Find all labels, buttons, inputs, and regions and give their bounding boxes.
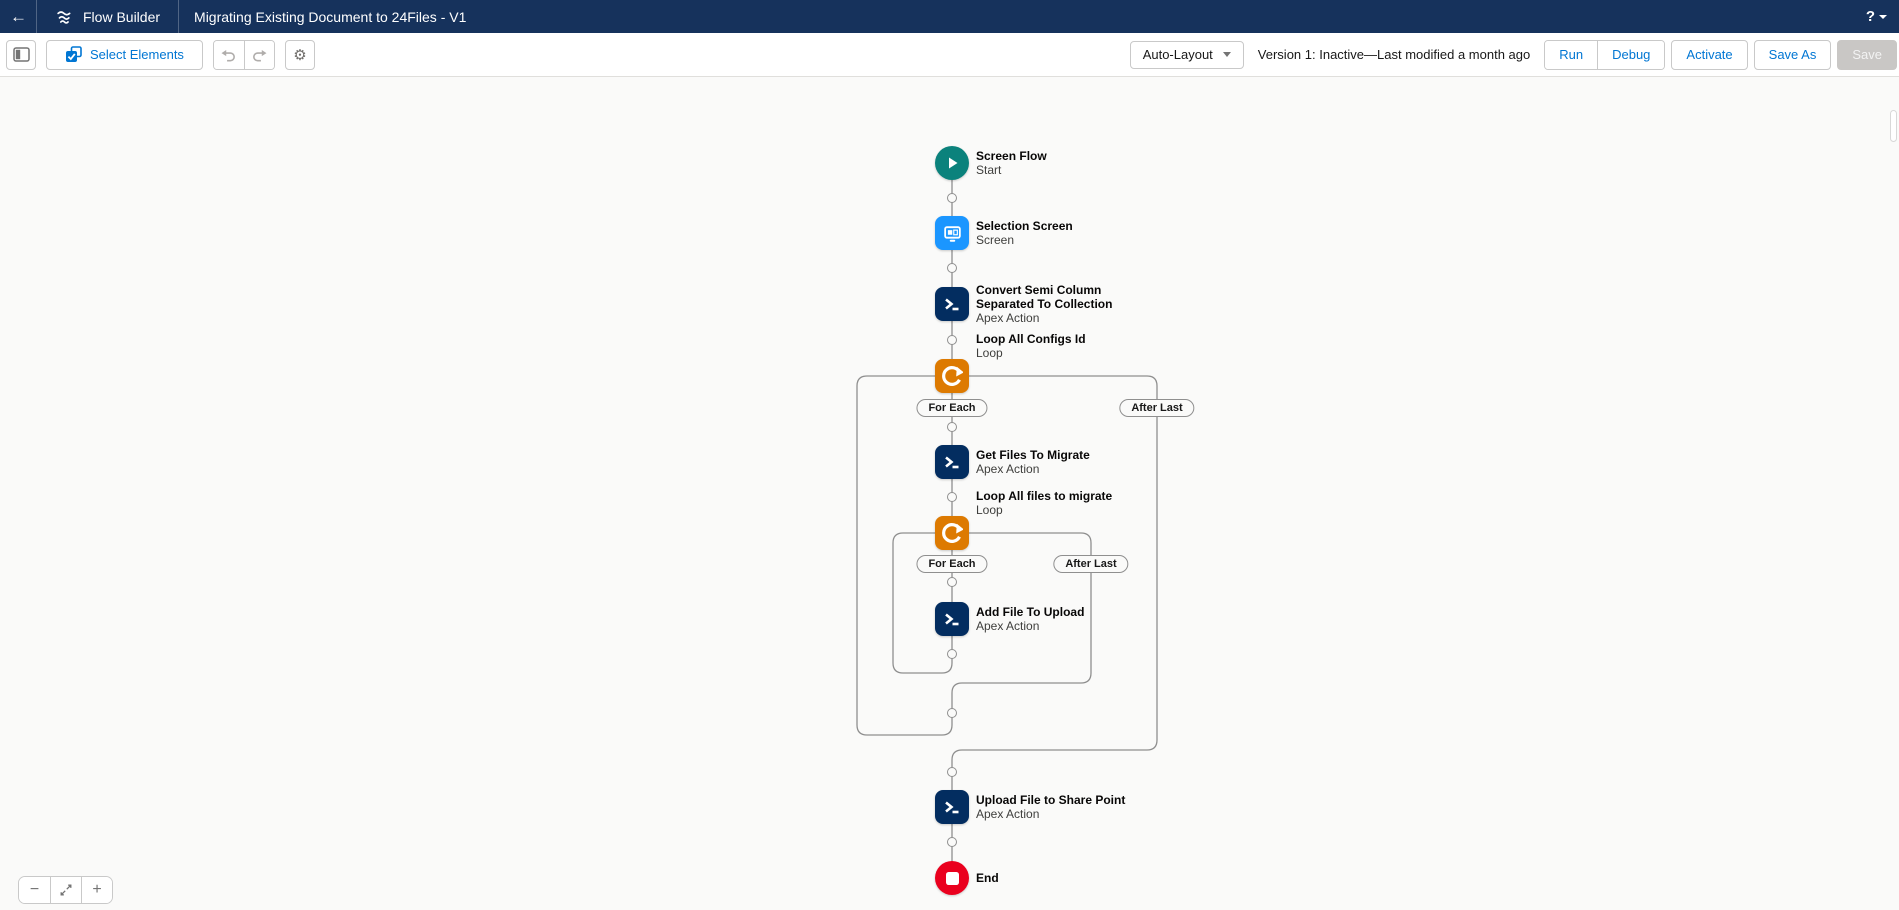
activate-button[interactable]: Activate — [1671, 39, 1748, 70]
loop-node-icon[interactable] — [935, 516, 969, 550]
add-element-button[interactable] — [947, 193, 957, 203]
stop-icon — [945, 871, 959, 885]
play-icon — [949, 157, 958, 169]
minus-icon: − — [29, 881, 40, 898]
help-icon: ? — [1865, 8, 1875, 25]
apex-action-node-icon[interactable] — [935, 445, 969, 479]
screen-icon — [943, 225, 961, 242]
node-label: Screen Flow Start — [976, 149, 1047, 177]
version-status: Version 1: Inactive—Last modified a mont… — [1257, 47, 1531, 62]
help-button[interactable]: ? — [1866, 8, 1887, 25]
end-node-icon[interactable] — [935, 861, 969, 895]
loop-icon — [942, 523, 963, 543]
terminal-icon — [945, 456, 959, 469]
select-elements-label: Select Elements — [90, 47, 184, 62]
save-button[interactable]: Save — [1837, 39, 1897, 70]
layout-mode-value: Auto-Layout — [1142, 47, 1213, 62]
expand-icon — [60, 884, 72, 896]
top-navbar: ← Flow Builder Migrating Existing Docume… — [0, 0, 1899, 33]
apex-action-node-icon[interactable] — [935, 602, 969, 636]
flow-toolbar: Select Elements ⚙ Auto-Layout Version 1:… — [0, 33, 1899, 77]
run-button[interactable]: Run — [1545, 40, 1598, 69]
add-element-button[interactable] — [947, 422, 957, 432]
flow-connectors — [856, 180, 1158, 878]
add-element-button[interactable] — [947, 335, 957, 345]
fit-to-view-button[interactable] — [50, 877, 81, 903]
terminal-icon — [945, 613, 959, 626]
loop-icon — [942, 366, 963, 386]
zoom-controls: − + — [18, 876, 113, 904]
branch-label-for-each: For Each — [916, 399, 988, 417]
loop-node-icon[interactable] — [935, 359, 969, 393]
branch-label-after-last: After Last — [1053, 555, 1129, 573]
apex-action-node-icon[interactable] — [935, 287, 969, 321]
toggle-panel-button[interactable] — [6, 39, 36, 70]
zoom-in-button[interactable]: + — [81, 877, 112, 903]
node-label: Get Files To Migrate Apex Action — [976, 448, 1090, 476]
node-label: End — [976, 871, 999, 885]
vertical-scrollbar-thumb[interactable] — [1890, 110, 1897, 142]
add-element-button[interactable] — [947, 492, 957, 502]
back-button[interactable]: ← — [10, 7, 36, 27]
terminal-icon — [945, 801, 959, 814]
navbar-divider — [36, 0, 37, 33]
undo-redo-group — [212, 39, 275, 70]
app-name: Flow Builder — [83, 8, 161, 25]
settings-button[interactable]: ⚙ — [284, 39, 315, 70]
node-label: Loop All Configs Id Loop — [976, 332, 1086, 360]
undo-button[interactable] — [213, 40, 244, 69]
add-element-button[interactable] — [947, 263, 957, 273]
zoom-out-button[interactable]: − — [19, 877, 50, 903]
branch-label-for-each: For Each — [916, 555, 988, 573]
apex-action-node-icon[interactable] — [935, 790, 969, 824]
add-element-button[interactable] — [947, 767, 957, 777]
add-element-button[interactable] — [947, 837, 957, 847]
run-debug-group: Run Debug — [1544, 39, 1666, 70]
redo-button[interactable] — [243, 40, 274, 69]
node-label: Upload File to Share Point Apex Action — [976, 793, 1126, 821]
flow-canvas[interactable]: For Each After Last For Each After Last … — [0, 77, 1899, 910]
toggle-panel-icon — [12, 47, 30, 62]
debug-button[interactable]: Debug — [1597, 40, 1665, 69]
screen-node-icon[interactable] — [935, 216, 969, 250]
gear-icon: ⚙ — [293, 46, 307, 64]
start-node-icon[interactable] — [935, 146, 969, 180]
node-label: Selection Screen Screen — [976, 219, 1073, 247]
flow-builder-logo-icon — [55, 8, 73, 26]
redo-icon — [252, 50, 267, 62]
node-label: Add File To Upload Apex Action — [976, 605, 1085, 633]
branch-label-after-last: After Last — [1119, 399, 1195, 417]
save-as-button[interactable]: Save As — [1753, 39, 1832, 70]
terminal-icon — [945, 298, 959, 311]
node-label: Convert Semi Column Separated To Collect… — [976, 283, 1113, 325]
chevron-down-icon — [1879, 14, 1887, 19]
node-label: Loop All files to migrate Loop — [976, 489, 1113, 517]
navbar-divider — [178, 0, 180, 33]
chevron-down-icon — [1222, 52, 1231, 57]
select-elements-button[interactable]: Select Elements — [46, 39, 203, 70]
select-elements-icon — [66, 46, 82, 62]
plus-icon: + — [92, 881, 102, 898]
add-element-button[interactable] — [947, 577, 957, 587]
add-element-button[interactable] — [947, 708, 957, 718]
undo-icon — [221, 50, 236, 62]
page-title: Migrating Existing Document to 24Files -… — [194, 8, 467, 25]
add-element-button[interactable] — [947, 649, 957, 659]
layout-mode-select[interactable]: Auto-Layout — [1129, 40, 1244, 69]
